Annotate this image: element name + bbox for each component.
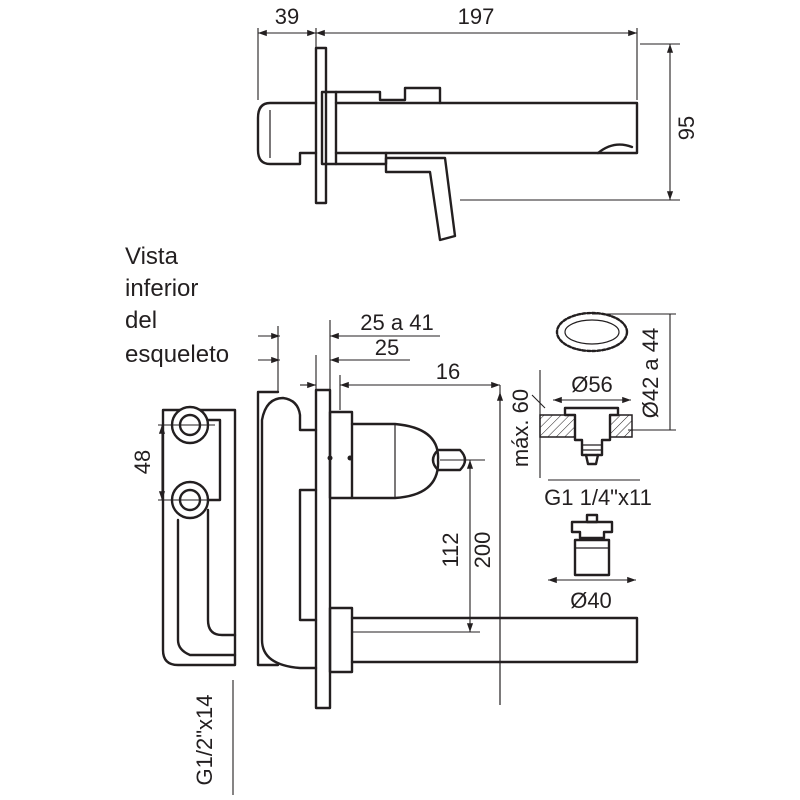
skeleton-side-body [260,396,318,670]
handle-knob [431,448,467,472]
dim-42a44-label: Ø42 a 44 [638,328,663,419]
dim-112-label: 112 [438,532,463,567]
detail-thread-label: G1 1/4"x11 [544,485,652,510]
caption-line-2: inferior [125,275,198,302]
detail-view: Ø42 a 44 Ø56 máx. 60 G1 1/4"x11 Ø40 [508,311,676,613]
screw-dot [327,455,333,461]
beaded-ring [555,311,629,353]
spout-base [334,151,388,166]
flange [320,90,338,166]
skeleton-frame [161,408,237,667]
rear-body [256,101,318,166]
skeleton-pipe [176,518,237,657]
front-spout [350,616,639,664]
dim-25a41-label: 25 a 41 [360,310,433,335]
dim-25-label: 25 [375,335,399,360]
caption-line-3: del [125,307,157,334]
skeleton-inner [206,508,237,637]
handle [384,156,457,242]
beaded-ring-inner [564,319,620,345]
fitting-top [570,520,614,540]
skeleton-bottom-view: 48 G1/2"x14 [130,405,237,795]
drain-body [563,406,620,457]
front-view: 25 a 41 25 16 112 200 [256,310,639,710]
fitting-body [573,538,611,577]
caption-line-4: esqueleto [125,341,229,368]
spout-flange [328,606,354,674]
lever-top [334,86,442,105]
aerator-curve [596,143,634,155]
dim-95-label: 95 [674,116,699,140]
dim-39-label: 39 [275,4,299,29]
dim-max60-label: máx. 60 [508,389,533,467]
ext-line [531,394,546,409]
spout-body [334,101,639,155]
basin-section-right [609,414,633,438]
dim-40-label: Ø40 [570,588,612,613]
dim-thread-label: G1/2"x14 [192,695,217,786]
dim-48-label: 48 [130,450,155,474]
skeleton-side-plate [256,390,280,667]
caption: Vista inferior del esqueleto [125,243,229,368]
mixer-body [350,422,440,500]
top-view: 39 197 95 [256,4,699,242]
wall-plate [314,46,328,205]
dim-56-label: Ø56 [571,372,613,397]
drain-tip [584,453,600,466]
dim-197-label: 197 [458,4,495,29]
fitting-cap [585,513,599,524]
caption-line-1: Vista [125,243,179,270]
skeleton-inner-top [206,418,222,502]
screw-dot [347,455,353,461]
dim-200-label: 200 [470,532,495,569]
mixer-flange [328,410,354,500]
skeleton-side-inner [298,488,318,622]
basin-section-left [539,414,576,438]
dim-16-label: 16 [436,359,460,384]
front-wall-plate [314,388,332,710]
